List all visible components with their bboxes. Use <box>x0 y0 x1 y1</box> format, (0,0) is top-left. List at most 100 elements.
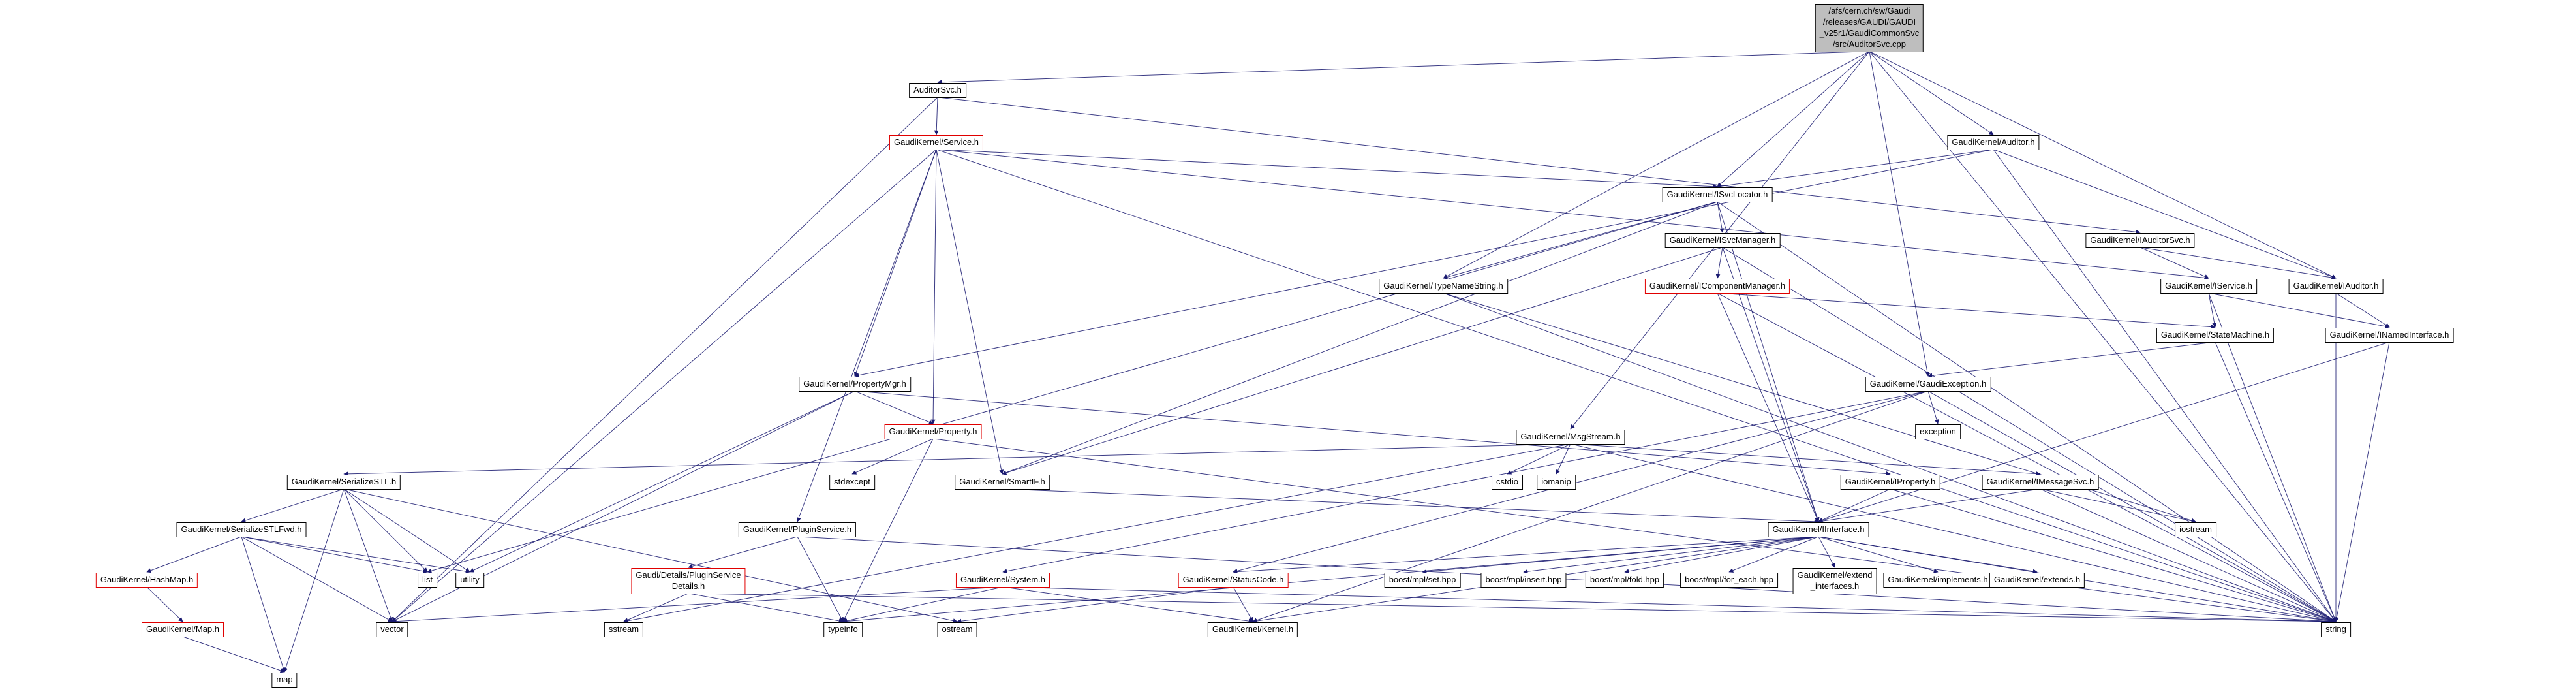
include-edge-gaudiexception_h-statuscode_h <box>1233 390 1929 573</box>
include-edge-isvclocator_h-typenamestring_h <box>1443 201 1718 279</box>
include-edge-system_h-kernel_h <box>1002 586 1253 624</box>
include-edge-msgstream_h-imessagesvc_h <box>1570 443 2041 477</box>
graph-node-iauditorsvc_h: GaudiKernel/IAuditorSvc.h <box>2085 233 2195 248</box>
graph-node-msgstream_h: GaudiKernel/MsgStream.h <box>1516 430 1625 445</box>
include-edge-smartif_h-iinterface_h <box>1002 488 1819 524</box>
graph-node-service_h: GaudiKernel/Service.h <box>889 135 984 150</box>
include-edge-iproperty_h-string <box>1890 488 2337 623</box>
graph-node-psdetails_h: Gaudi/Details/PluginService Details.h <box>631 568 746 594</box>
include-edge-service_h-property_h <box>930 149 937 424</box>
include-edge-property_h-typeinfo <box>842 438 934 622</box>
include-edge-msgstream_h-cstdio <box>1507 443 1571 475</box>
include-edge-map_h-map <box>182 636 285 673</box>
include-edge-iinterface_h-implements_h <box>1818 536 1939 573</box>
include-edge-msgstream_h-string <box>1570 443 2337 623</box>
include-edge-isvcmanager_h-icomponentmanager_h <box>1715 247 1723 279</box>
include-edge-isvclocator_h-smartif_h <box>1002 201 1718 475</box>
graph-node-statemachine_h: GaudiKernel/StateMachine.h <box>2156 328 2275 343</box>
include-edge-iproperty_h-iinterface_h <box>1818 488 1891 522</box>
include-edge-isvcmanager_h-smartif_h <box>1002 247 1723 475</box>
include-edge-auditorsvc_h-service_h <box>934 97 939 135</box>
graph-node-stdexcept: stdexcept <box>829 475 875 490</box>
graph-node-iauditor_h: GaudiKernel/IAuditor.h <box>2288 279 2384 294</box>
include-edge-auditorsvc_h-iauditorsvc_h <box>937 97 2141 234</box>
include-edge-serializestl_h-ostream <box>343 488 958 624</box>
include-edge-propertymgr_h-utility <box>469 390 855 573</box>
graph-node-typenamestring_h: GaudiKernel/TypeNameString.h <box>1379 279 1508 294</box>
include-edge-gaudiexception_h-kernel_h <box>1252 390 1929 623</box>
include-edge-gaudiexception_h-string <box>1927 390 2337 622</box>
graph-node-map_h: GaudiKernel/Map.h <box>141 622 224 637</box>
include-edge-imessagesvc_h-iinterface_h <box>1818 488 2041 524</box>
include-edge-isvcmanager_h-string <box>1722 247 2337 622</box>
include-edge-system_h-vector <box>391 586 1004 624</box>
include-edge-serializestlfwd_h-vector <box>241 536 393 622</box>
graph-node-ostream: ostream <box>937 622 977 637</box>
include-edge-msgstream_h-sstream <box>623 443 1571 624</box>
include-edge-imessagesvc_h-string <box>2040 488 2337 622</box>
graph-node-smartif_h: GaudiKernel/SmartIF.h <box>955 475 1050 490</box>
include-edge-service_h-pluginservice_h <box>796 149 937 522</box>
include-edge-cpp-auditor_h <box>1869 51 1994 135</box>
graph-node-serializestlfwd_h: GaudiKernel/SerializeSTLFwd.h <box>176 522 307 537</box>
graph-node-cpp: /afs/cern.ch/sw/Gaudi /releases/GAUDI/GA… <box>1815 4 1924 52</box>
include-edge-serializestlfwd_h-hashmap_h <box>146 536 242 573</box>
include-edge-cpp-isvclocator_h <box>1717 51 1870 187</box>
include-edge-statuscode_h-ostream <box>957 586 1234 624</box>
include-edge-serializestl_h-vector <box>343 488 393 622</box>
include-edge-statuscode_h-kernel_h <box>1233 586 1253 622</box>
include-edge-iinterface_h-typeinfo <box>842 536 1819 624</box>
graph-node-iinterface_h: GaudiKernel/IInterface.h <box>1768 522 1869 537</box>
graph-node-implements_h: GaudiKernel/implements.h <box>1883 573 1993 588</box>
include-edge-service_h-isvclocator_h <box>936 149 1718 189</box>
include-edge-property_h-string <box>932 438 2337 624</box>
include-edge-serializestl_h-serializestlfwd_h <box>241 488 345 523</box>
include-edge-iinterface_h-extend_interfaces_h <box>1818 536 1835 568</box>
graph-node-pluginservice_h: GaudiKernel/PluginService.h <box>738 522 857 537</box>
graph-node-auditorsvc_h: AuditorSvc.h <box>909 83 966 98</box>
include-edge-msgstream_h-iomanip <box>1556 443 1571 475</box>
include-edge-isvclocator_h-isvcmanager_h <box>1717 201 1725 233</box>
graph-node-vector: vector <box>376 622 408 637</box>
include-edge-gaudiexception_h-system_h <box>1002 390 1929 574</box>
graph-node-mpl_insert: boost/mpl/insert.hpp <box>1480 573 1567 588</box>
include-edge-iservice_h-statemachine_h <box>2208 293 2217 328</box>
include-edge-pluginservice_h-string <box>797 536 2337 624</box>
include-edge-cpp-typenamestring_h <box>1443 51 1870 279</box>
include-edge-icomponentmanager_h-iinterface_h <box>1717 293 1819 522</box>
include-edge-serializestlfwd_h-map <box>241 536 286 673</box>
include-edge-isvclocator_h-string <box>1717 201 2337 622</box>
include-edge-statemachine_h-string <box>2215 341 2337 622</box>
graph-node-auditor_h: GaudiKernel/Auditor.h <box>1947 135 2040 150</box>
include-edge-cpp-string <box>1869 51 2337 622</box>
include-edge-isvclocator_h-list <box>427 201 1718 573</box>
include-edge-typenamestring_h-string <box>1443 293 2337 623</box>
graph-node-serializestl_h: GaudiKernel/SerializeSTL.h <box>286 475 401 490</box>
graph-node-statuscode_h: GaudiKernel/StatusCode.h <box>1178 573 1289 588</box>
include-edge-iauditor_h-inamedinterface_h <box>2335 293 2390 328</box>
graph-node-cstdio: cstdio <box>1492 475 1523 490</box>
graph-node-iproperty_h: GaudiKernel/IProperty.h <box>1840 475 1940 490</box>
graph-node-utility: utility <box>455 573 484 588</box>
graph-node-iservice_h: GaudiKernel/IService.h <box>2160 279 2257 294</box>
graph-node-list: list <box>418 573 437 588</box>
include-edge-auditor_h-isvclocator_h <box>1717 149 1994 189</box>
include-edge-psdetails_h-string <box>688 593 2337 624</box>
graph-node-map: map <box>271 673 298 688</box>
include-edge-psdetails_h-typeinfo <box>688 593 844 624</box>
include-edge-pluginservice_h-typeinfo <box>797 536 844 622</box>
include-edge-msgstream_h-serializestl_h <box>343 443 1571 477</box>
include-edge-auditor_h-string <box>1993 149 2337 622</box>
graph-node-inamedinterface_h: GaudiKernel/INamedInterface.h <box>2325 328 2454 343</box>
graph-node-propertymgr_h: GaudiKernel/PropertyMgr.h <box>799 377 911 392</box>
graph-node-mpl_foreach: boost/mpl/for_each.hpp <box>1680 573 1778 588</box>
include-edge-auditor_h-iauditor_h <box>1993 149 2337 279</box>
graph-node-system_h: GaudiKernel/System.h <box>955 573 1050 588</box>
include-edge-service_h-string <box>936 149 2337 623</box>
graph-node-exception: exception <box>1915 424 1961 439</box>
graph-node-isvclocator_h: GaudiKernel/ISvcLocator.h <box>1662 187 1773 202</box>
include-edge-icomponentmanager_h-statemachine_h <box>1717 293 2216 330</box>
include-edge-property_h-stdexcept <box>851 438 934 475</box>
